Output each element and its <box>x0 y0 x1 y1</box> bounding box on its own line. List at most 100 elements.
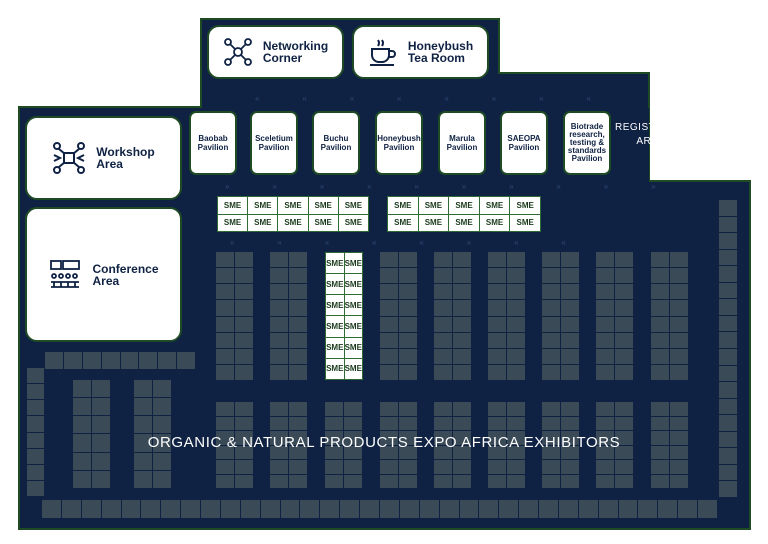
exhibitor-booth[interactable] <box>235 445 253 459</box>
exhibitor-booth[interactable] <box>598 500 618 518</box>
exhibitor-booth[interactable] <box>719 266 737 282</box>
exhibitor-booth[interactable] <box>488 416 506 430</box>
exhibitor-booth[interactable] <box>235 402 253 416</box>
exhibitor-booth[interactable] <box>434 402 452 416</box>
exhibitor-booth[interactable] <box>216 316 234 332</box>
exhibitor-booth[interactable] <box>542 460 560 474</box>
exhibitor-booth[interactable] <box>507 268 525 284</box>
exhibitor-booth[interactable] <box>379 500 399 518</box>
exhibitor-booth[interactable] <box>27 368 44 384</box>
exhibitor-booth[interactable] <box>542 268 560 284</box>
exhibitor-booth[interactable] <box>488 252 506 268</box>
exhibitor-booth[interactable] <box>380 284 398 300</box>
exhibitor-booth[interactable] <box>507 348 525 364</box>
exhibitor-booth[interactable] <box>289 284 307 300</box>
sme-booth[interactable]: SME <box>326 253 344 274</box>
exhibitor-booth[interactable] <box>73 416 91 434</box>
exhibitor-booth[interactable] <box>380 348 398 364</box>
exhibitor-booth[interactable] <box>719 398 737 415</box>
sme-booth[interactable]: SME <box>308 197 338 214</box>
exhibitor-booth[interactable] <box>615 284 633 300</box>
exhibitor-booth[interactable] <box>235 332 253 348</box>
exhibitor-booth[interactable] <box>92 398 110 416</box>
exhibitor-booth[interactable] <box>670 348 688 364</box>
exhibitor-booth[interactable] <box>561 252 579 268</box>
exhibitor-booth[interactable] <box>270 332 288 348</box>
exhibitor-booth[interactable] <box>670 460 688 474</box>
exhibitor-booth[interactable] <box>507 284 525 300</box>
sme-booth[interactable]: SME <box>510 214 540 231</box>
exhibitor-booth[interactable] <box>289 460 307 474</box>
exhibitor-booth[interactable] <box>719 464 737 481</box>
exhibitor-booth[interactable] <box>561 445 579 459</box>
exhibitor-booth[interactable] <box>507 402 525 416</box>
sme-booth[interactable]: SME <box>338 214 368 231</box>
exhibitor-booth[interactable] <box>27 448 44 464</box>
exhibitor-booth[interactable] <box>82 352 101 369</box>
exhibitor-booth[interactable] <box>507 364 525 380</box>
exhibitor-booth[interactable] <box>270 268 288 284</box>
exhibitor-booth[interactable] <box>280 500 300 518</box>
sme-booth[interactable]: SME <box>248 214 278 231</box>
sme-booth[interactable]: SME <box>418 214 449 231</box>
exhibitor-booth[interactable] <box>434 300 452 316</box>
exhibitor-booth[interactable] <box>488 332 506 348</box>
exhibitor-booth[interactable] <box>453 416 471 430</box>
exhibitor-booth[interactable] <box>651 332 669 348</box>
exhibitor-booth[interactable] <box>488 268 506 284</box>
exhibitor-booth[interactable] <box>289 445 307 459</box>
exhibitor-booth[interactable] <box>651 431 669 445</box>
exhibitor-booth[interactable] <box>121 500 141 518</box>
exhibitor-booth[interactable] <box>507 431 525 445</box>
exhibitor-booth[interactable] <box>73 380 91 398</box>
exhibitor-booth[interactable] <box>558 500 578 518</box>
exhibitor-booth[interactable] <box>325 402 343 416</box>
exhibitor-booth[interactable] <box>289 416 307 430</box>
exhibitor-booth[interactable] <box>27 432 44 448</box>
exhibitor-booth[interactable] <box>678 500 698 518</box>
exhibitor-booth[interactable] <box>651 284 669 300</box>
exhibitor-booth[interactable] <box>453 268 471 284</box>
exhibitor-booth[interactable] <box>618 500 638 518</box>
exhibitor-booth[interactable] <box>216 284 234 300</box>
exhibitor-booth[interactable] <box>596 364 614 380</box>
exhibitor-booth[interactable] <box>596 316 614 332</box>
exhibitor-booth[interactable] <box>216 416 234 430</box>
exhibitor-booth[interactable] <box>719 431 737 448</box>
exhibitor-booth[interactable] <box>453 332 471 348</box>
exhibitor-booth[interactable] <box>453 284 471 300</box>
exhibitor-booth[interactable] <box>596 332 614 348</box>
exhibitor-booth[interactable] <box>719 216 737 233</box>
exhibitor-booth[interactable] <box>507 332 525 348</box>
exhibitor-booth[interactable] <box>670 364 688 380</box>
exhibitor-booth[interactable] <box>434 348 452 364</box>
exhibitor-booth[interactable] <box>399 300 417 316</box>
exhibitor-booth[interactable] <box>153 434 171 452</box>
exhibitor-booth[interactable] <box>81 500 101 518</box>
exhibitor-booth[interactable] <box>651 252 669 268</box>
exhibitor-booth[interactable] <box>561 300 579 316</box>
exhibitor-booth[interactable] <box>561 364 579 380</box>
exhibitor-booth[interactable] <box>61 500 81 518</box>
exhibitor-booth[interactable] <box>270 252 288 268</box>
sme-booth[interactable]: SME <box>344 316 362 337</box>
sme-booth[interactable]: SME <box>308 214 338 231</box>
exhibitor-booth[interactable] <box>399 348 417 364</box>
exhibitor-booth[interactable] <box>651 402 669 416</box>
exhibitor-booth[interactable] <box>434 364 452 380</box>
exhibitor-booth[interactable] <box>434 252 452 268</box>
exhibitor-booth[interactable] <box>289 364 307 380</box>
exhibitor-booth[interactable] <box>158 352 177 369</box>
exhibitor-booth[interactable] <box>651 460 669 474</box>
exhibitor-booth[interactable] <box>27 480 44 496</box>
exhibitor-booth[interactable] <box>561 284 579 300</box>
exhibitor-booth[interactable] <box>63 352 82 369</box>
exhibitor-booth[interactable] <box>235 416 253 430</box>
exhibitor-booth[interactable] <box>719 249 737 266</box>
exhibitor-booth[interactable] <box>235 316 253 332</box>
exhibitor-booth[interactable] <box>216 252 234 268</box>
sme-booth[interactable]: SME <box>344 337 362 358</box>
exhibitor-booth[interactable] <box>181 500 201 518</box>
exhibitor-booth[interactable] <box>153 380 171 398</box>
